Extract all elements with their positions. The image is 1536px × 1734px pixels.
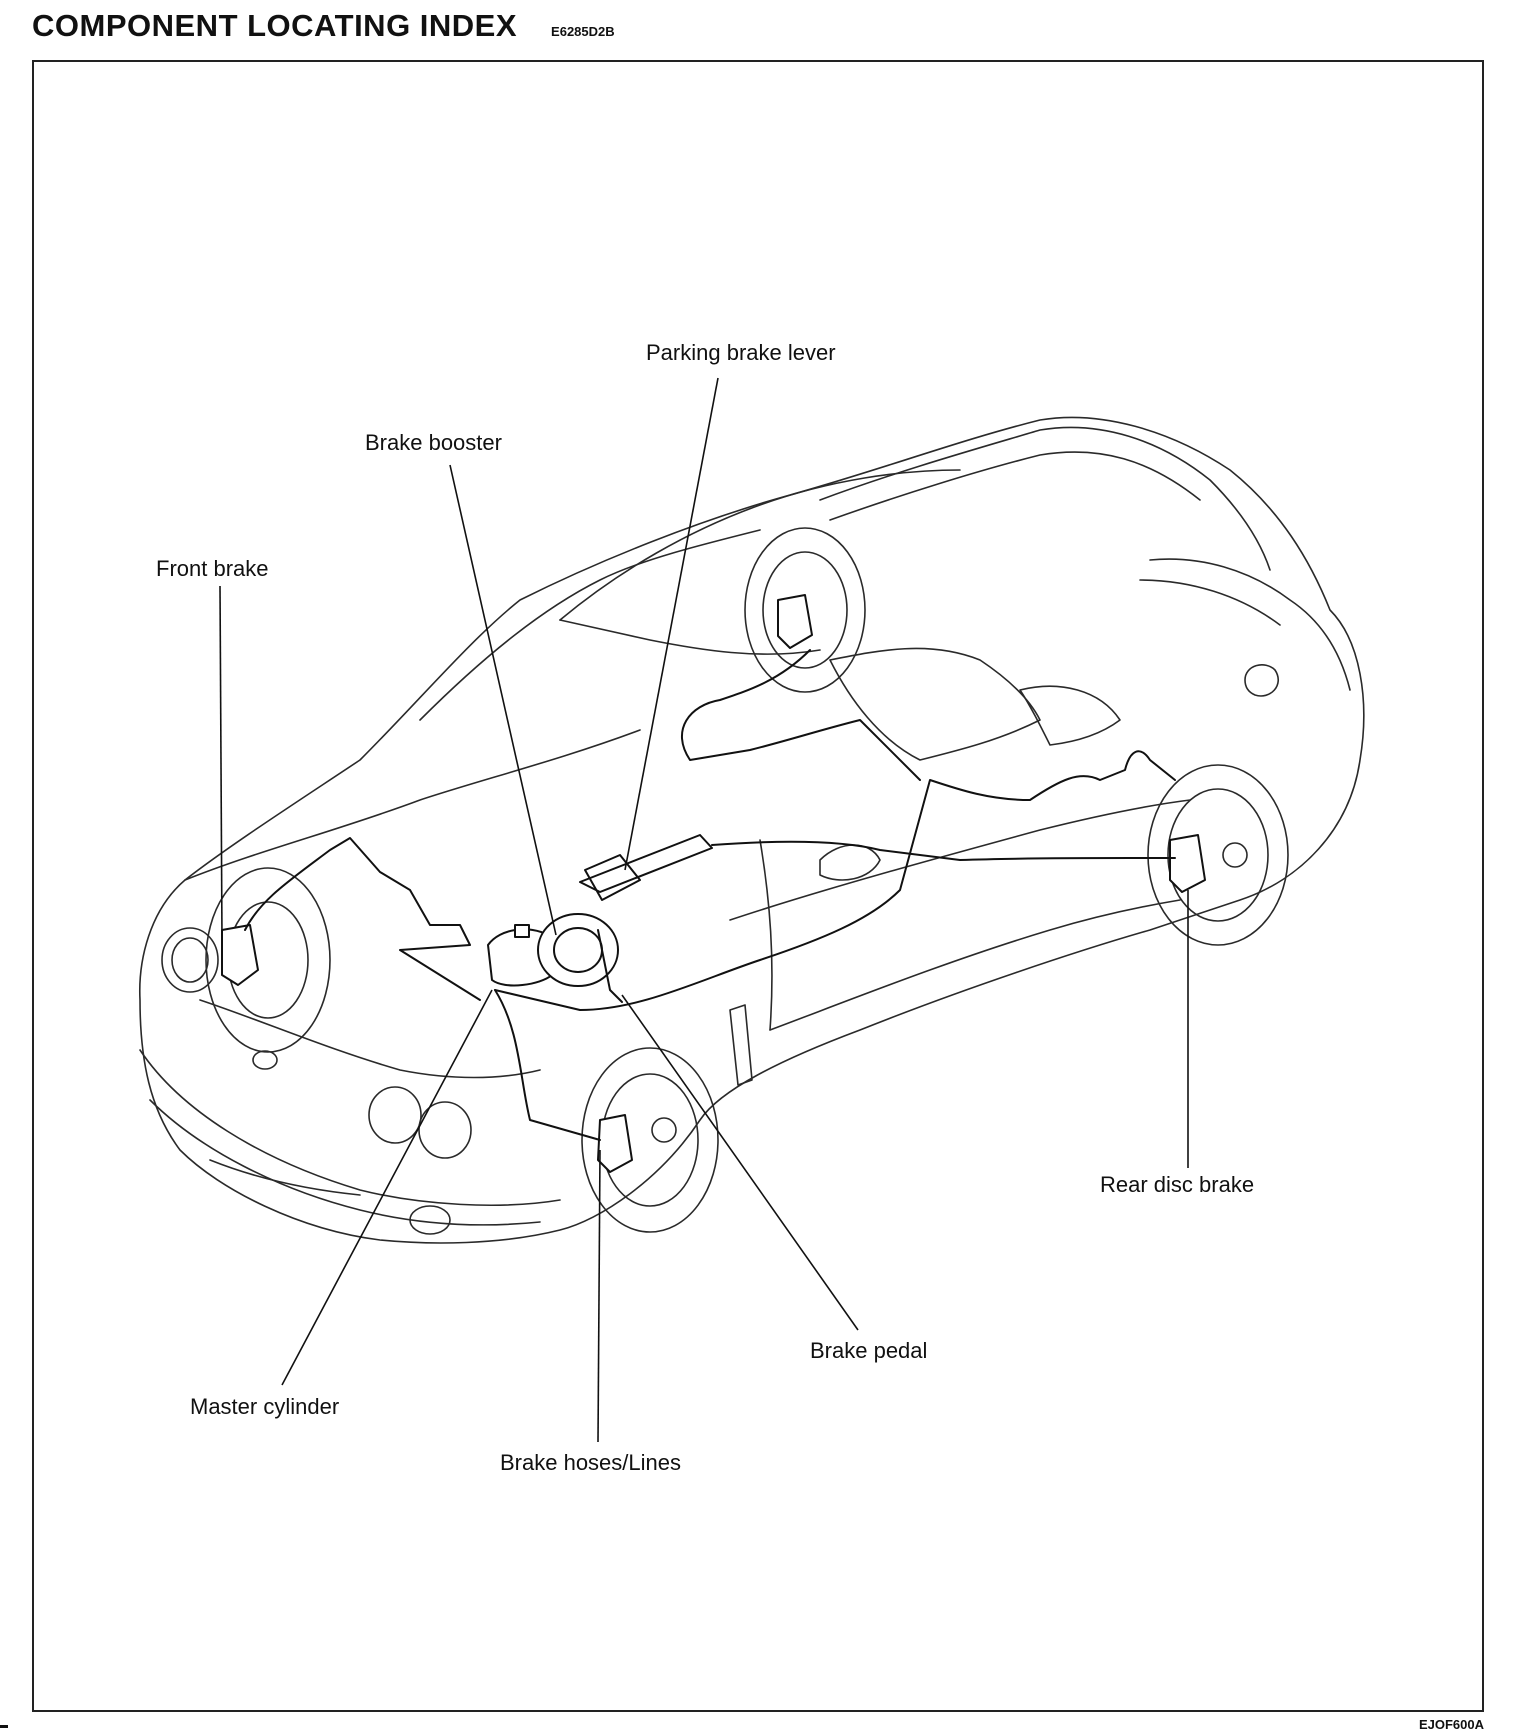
label-brake-booster: Brake booster — [365, 430, 502, 455]
front-right-caliper — [598, 1115, 632, 1172]
rear-left-caliper — [778, 595, 812, 648]
grille-line — [210, 1160, 360, 1195]
page-title: COMPONENT LOCATING INDEX — [32, 8, 518, 43]
brake-line-front-right — [495, 990, 600, 1140]
label-master-cylinder: Master cylinder — [190, 1394, 339, 1419]
corner-mark — [0, 1725, 8, 1734]
figure-id: EJOF600A — [1418, 1717, 1484, 1732]
reservoir-cap — [514, 924, 530, 938]
quarter-window — [1020, 686, 1120, 745]
emblem — [253, 1051, 277, 1069]
label-brake-pedal: Brake pedal — [810, 1338, 927, 1363]
side-sill — [770, 900, 1180, 1030]
brake-line-main — [495, 751, 1175, 1010]
figure-frame — [32, 60, 1484, 1712]
front-left-wheel — [206, 868, 330, 1052]
car-outline — [140, 417, 1364, 1243]
rear-left-wheel — [745, 528, 865, 692]
side-vent — [730, 1005, 752, 1085]
parking-lever-base — [585, 855, 640, 900]
hood-center — [200, 1000, 540, 1078]
door-line — [760, 840, 772, 1030]
rear-right-rotor — [1168, 789, 1268, 921]
roof-line — [820, 427, 1270, 570]
rear-left-rotor — [763, 552, 847, 668]
brake-components — [222, 595, 1205, 1172]
front-bumper-lower — [150, 1100, 540, 1225]
headlight-right-b — [419, 1102, 471, 1158]
leader-parking-brake-lever — [624, 377, 719, 871]
leader-lines — [219, 377, 1189, 1443]
rear-right-wheel — [1148, 765, 1288, 945]
label-parking-brake-lever: Parking brake lever — [646, 340, 836, 365]
label-front-brake: Front brake — [156, 556, 269, 581]
booster-body — [538, 914, 618, 986]
rear-window-inner — [1140, 580, 1280, 625]
front-left-caliper — [222, 925, 258, 985]
fuel-door — [1245, 665, 1278, 696]
side-window — [830, 648, 1040, 760]
roof-edge — [830, 452, 1200, 520]
rear-window — [1150, 559, 1350, 690]
section-code: E6285D2B — [551, 24, 615, 39]
page-header: COMPONENT LOCATING INDEX E6285D2B — [32, 8, 615, 48]
leader-brake-booster — [449, 464, 557, 936]
rear-right-caliper — [1170, 835, 1205, 892]
a-pillar — [560, 620, 820, 654]
brake-line-rear-left — [682, 650, 920, 780]
leader-brake-pedal — [621, 994, 859, 1331]
brake-line-front-left — [245, 838, 480, 1000]
leader-front-brake — [219, 585, 223, 941]
windshield-lower — [420, 530, 760, 720]
label-brake-hoses-lines: Brake hoses/Lines — [500, 1450, 681, 1475]
side-mirror — [820, 845, 880, 880]
headlight-right-a — [369, 1087, 421, 1143]
front-right-hub — [652, 1118, 676, 1142]
rear-right-hub — [1223, 843, 1247, 867]
side-crease — [730, 800, 1190, 920]
leader-master-cylinder — [281, 989, 493, 1386]
front-right-wheel — [582, 1048, 718, 1232]
headlight-left-inner — [172, 938, 208, 982]
body-silhouette — [140, 417, 1364, 1243]
leader-brake-hoses — [597, 1149, 601, 1443]
hood-line — [185, 730, 640, 880]
parking-lever — [580, 835, 712, 892]
headlight-left — [162, 928, 218, 992]
windshield-upper — [560, 470, 960, 620]
pedal-arm — [598, 930, 622, 1002]
foglight — [410, 1206, 450, 1234]
label-rear-disc-brake: Rear disc brake — [1100, 1172, 1254, 1197]
parking-cable — [712, 842, 1175, 860]
front-bumper — [140, 1050, 560, 1205]
